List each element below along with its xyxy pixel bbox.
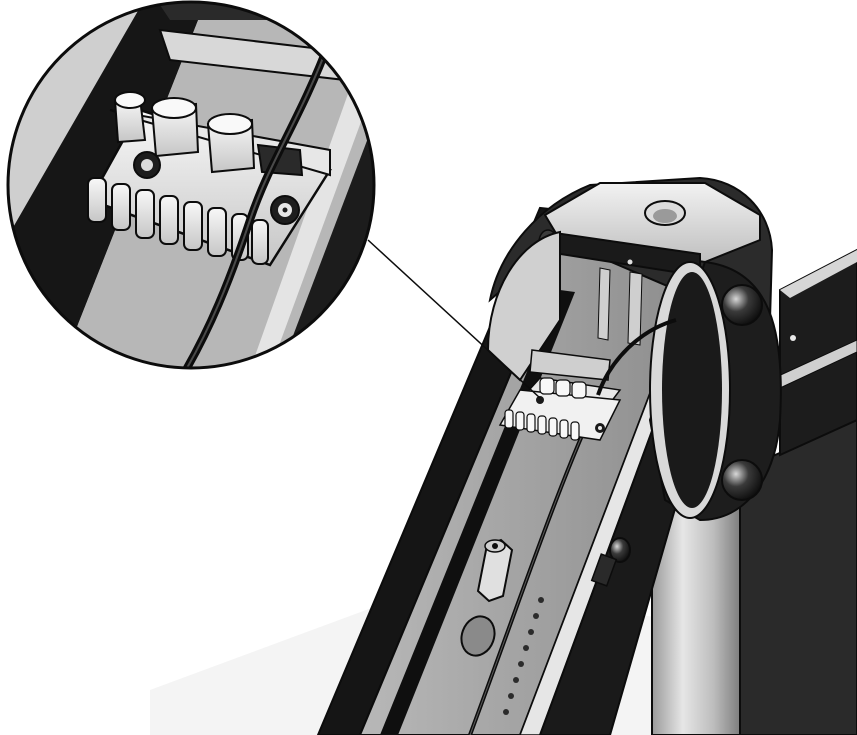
detail-screw-left <box>133 151 161 179</box>
pivot-bolt-upper <box>721 284 763 326</box>
pivot-bolt-lower <box>721 459 763 501</box>
detail-screw-right <box>270 195 300 225</box>
side-fastener <box>590 537 631 587</box>
channel-holes <box>503 597 544 715</box>
leader-line <box>367 239 541 399</box>
detail-zoom-callout <box>6 0 376 370</box>
cable-clamp-small <box>498 318 677 441</box>
pivot-head <box>486 176 782 522</box>
hex-standoff <box>476 538 514 603</box>
